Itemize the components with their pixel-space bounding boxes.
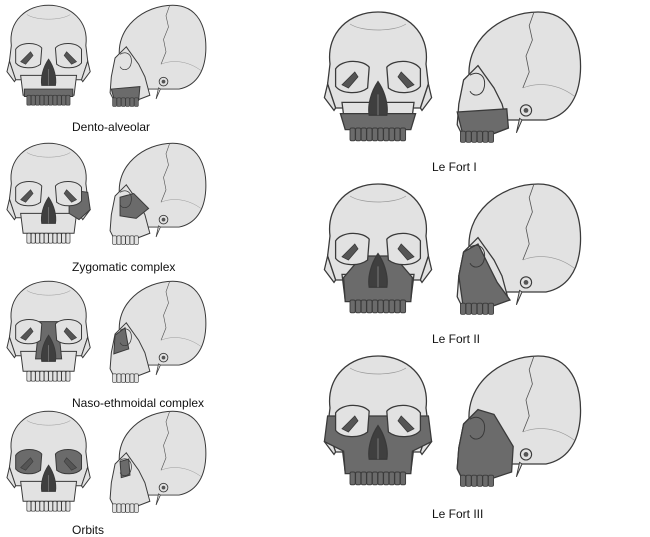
skull-pair-le-fort-2 [323,183,582,315]
skull-pair-dento-alveolar [6,4,207,107]
front-skull-le-fort-2 [323,183,433,314]
panel-zygomatic [2,140,207,252]
fracture-region [119,192,150,219]
skull-pair-orbits [6,410,207,513]
side-skull-le-fort-2 [456,183,582,315]
side-skull-le-fort-3 [456,355,582,487]
skull-pair-naso-ethmoidal [6,280,207,383]
panel-le-fort-2 [318,180,582,324]
caption-zygomatic: Zygomatic complex [72,260,176,274]
caption-naso-ethmoidal: Naso-ethmoidal complex [72,396,205,410]
panel-dento-alveolar [2,2,207,114]
skull-pair-le-fort-1 [323,11,582,143]
fracture-region [119,458,131,479]
side-skull-orbits [109,410,207,513]
front-skull-dento-alveolar [6,4,91,106]
fracture-region [339,112,417,131]
panel-le-fort-3 [318,352,582,496]
fracture-region [113,326,130,355]
side-skull-zygomatic [109,142,207,245]
front-skull-le-fort-1 [323,11,433,142]
fracture-region [458,243,512,311]
skull-pair-le-fort-3 [323,355,582,487]
caption-orbits: Orbits [72,523,105,537]
caption-dento-alveolar: Dento-alveolar [72,120,151,134]
front-skull-orbits [6,410,91,512]
side-skull-le-fort-1 [456,11,582,143]
caption-le-fort-2: Le Fort II [432,332,481,346]
caption-le-fort-1: Le Fort I [432,160,477,174]
caption-le-fort-3: Le Fort III [432,507,484,521]
side-skull-naso-ethmoidal [109,280,207,383]
panel-orbits [2,408,207,520]
side-skull-dento-alveolar [109,4,207,107]
panel-naso-ethmoidal [2,278,207,390]
front-skull-naso-ethmoidal [6,280,91,382]
fracture-region [23,88,74,98]
skull-pair-zygomatic [6,142,207,245]
front-skull-le-fort-3 [323,355,433,486]
panel-le-fort-1 [318,8,582,152]
front-skull-zygomatic [6,142,91,244]
